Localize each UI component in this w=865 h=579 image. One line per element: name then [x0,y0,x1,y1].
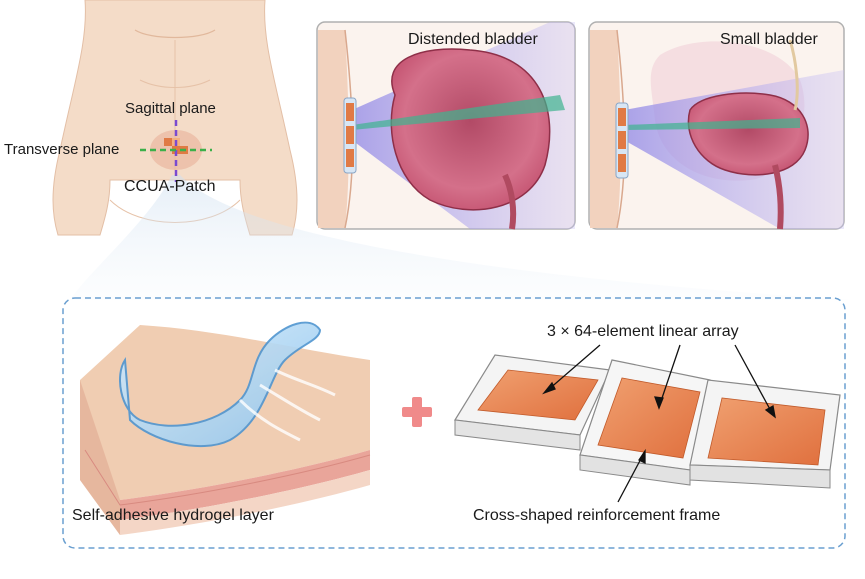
array-frame [453,354,841,489]
bladder-2 [687,92,809,176]
panel-title-distended: Distended bladder [408,31,538,48]
hydrogel-label: Self-adhesive hydrogel layer [72,507,274,524]
detail-panel-border [62,297,846,549]
hydrogel-film [119,321,322,448]
transverse-plane-label: Transverse plane [4,141,120,158]
transducer-1 [343,97,357,174]
frame-label: Cross-shaped reinforcement frame [473,507,721,524]
zoom-fade [70,175,850,300]
array-label: 3 × 64-element linear array [547,323,739,340]
ccua-patch-label: CCUA-Patch [124,178,216,195]
hydrogel-on-skin [80,321,371,535]
sagittal-plane-label: Sagittal plane [125,100,216,117]
scan-plane-1 [352,95,565,130]
panel-distended-bladder [316,21,576,230]
bladder-1 [390,48,551,211]
scan-plane-2 [624,118,800,130]
transducer-2 [615,102,629,179]
plus-icon [402,397,432,427]
panel-title-small: Small bladder [720,31,818,48]
label-arrows [542,344,776,503]
panel-small-bladder [588,21,845,230]
